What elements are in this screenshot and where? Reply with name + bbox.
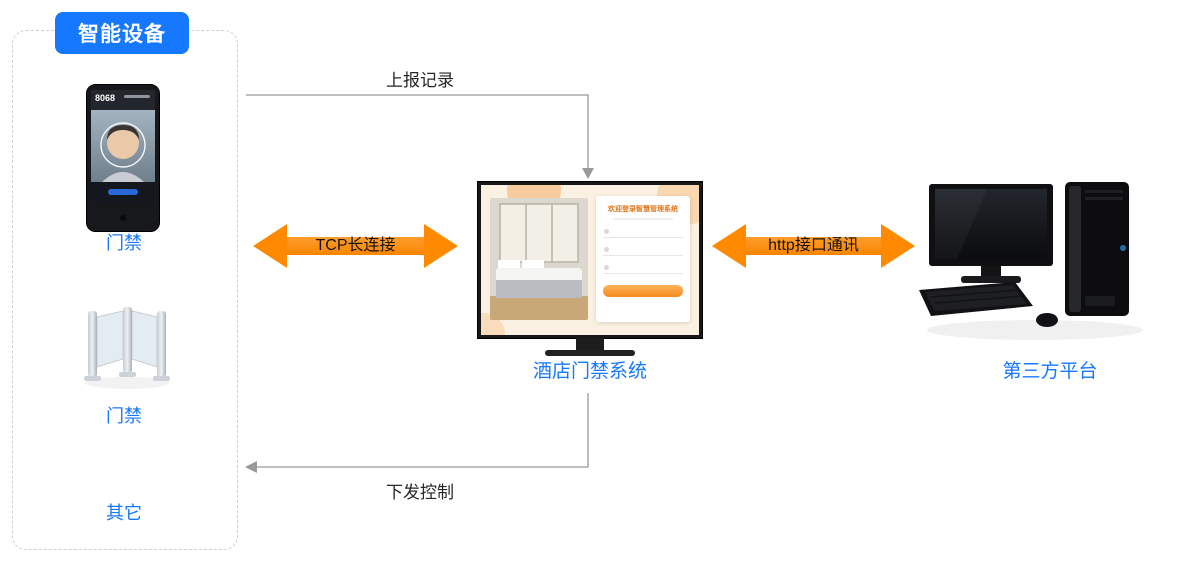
monitor-stand-neck — [576, 338, 604, 350]
device-screen-text: 8068 — [95, 93, 115, 103]
hotel-room-photo — [490, 198, 588, 320]
speed-gate-device — [82, 297, 172, 398]
hotel-system-monitor: 欢迎登录智慧管理系统 — [477, 181, 703, 357]
hotel-system-label: 酒店门禁系统 — [532, 361, 647, 382]
mouse-icon — [1036, 313, 1058, 327]
captcha-field — [603, 262, 683, 274]
gate-device-label: 门禁 — [106, 406, 142, 426]
monitor-screen: 欢迎登录智慧管理系统 — [477, 181, 703, 339]
login-subtitle-line — [613, 218, 673, 220]
login-card: 欢迎登录智慧管理系统 — [596, 196, 690, 322]
report-arrowhead-icon — [582, 168, 594, 179]
monitor-stand-base — [545, 350, 635, 356]
login-page-screenshot: 欢迎登录智慧管理系统 — [481, 185, 699, 335]
username-field — [603, 226, 683, 238]
http-connection-label: http接口通讯 — [768, 237, 859, 254]
device-camera-icon — [120, 215, 126, 221]
login-title: 欢迎登录智慧管理系统 — [608, 206, 678, 213]
password-field — [603, 244, 683, 256]
control-arrowhead-icon — [245, 461, 257, 473]
speed-gate-illustration — [84, 307, 170, 389]
others-label: 其它 — [106, 503, 142, 523]
third-party-computer — [915, 178, 1170, 351]
room-photo-illustration — [490, 198, 588, 320]
tower-power-led-icon — [1120, 245, 1126, 251]
face-access-device-illustration: 8068 — [86, 84, 160, 232]
arrow-left-icon — [253, 224, 287, 268]
tcp-connection-label: TCP长连接 — [315, 237, 396, 254]
face-access-device: 8068 — [86, 84, 160, 237]
face-detect-ring-icon — [100, 122, 146, 168]
tcp-connection-arrow: TCP长连接 — [253, 224, 458, 268]
desktop-computer-illustration — [919, 182, 1143, 340]
report-connection-label: 上报记录 — [386, 71, 454, 90]
smart-devices-title: 智能设备 — [78, 23, 166, 46]
http-connection-arrow: http接口通讯 — [712, 224, 915, 268]
control-connection-label: 下发控制 — [386, 483, 454, 502]
login-button — [603, 285, 683, 297]
report-line — [246, 94, 589, 168]
face-device-label: 门禁 — [106, 233, 142, 253]
http-arrow-bar: http接口通讯 — [746, 237, 881, 255]
arrow-left-icon — [712, 224, 746, 268]
tcp-arrow-bar: TCP长连接 — [287, 237, 424, 255]
smart-devices-badge: 智能设备 — [55, 12, 189, 54]
third-party-label: 第三方平台 — [1002, 361, 1098, 382]
arrow-right-icon — [424, 224, 458, 268]
arrow-right-icon — [881, 224, 915, 268]
control-line — [257, 393, 589, 468]
